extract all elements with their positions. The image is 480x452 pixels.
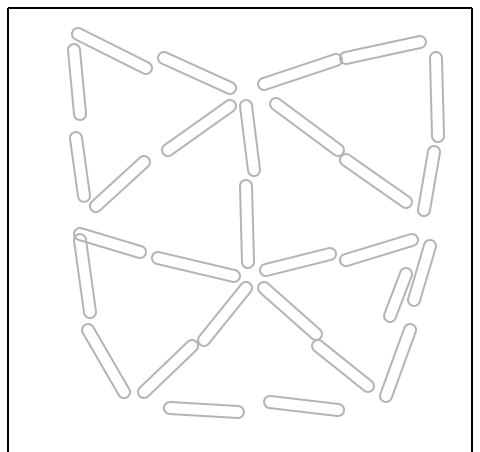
capsule-segment — [268, 96, 347, 159]
capsule-segment — [239, 99, 260, 176]
capsule-segment — [136, 337, 201, 400]
capsule-segment — [87, 154, 152, 215]
capsule-segment — [240, 180, 254, 268]
capsule-segment — [338, 152, 415, 211]
capsule-segment — [256, 52, 343, 91]
capsule-segment — [256, 280, 325, 343]
capsule-segment — [156, 50, 238, 96]
frame-border — [8, 8, 472, 452]
capsule-segment — [67, 44, 86, 121]
segments-group — [67, 26, 444, 418]
capsule-segment — [430, 52, 444, 142]
capsule-segment — [73, 233, 97, 319]
capsule-segment — [417, 145, 441, 217]
capsule-segment — [164, 402, 245, 419]
capsule-segment — [151, 251, 241, 283]
capsule-segment — [263, 395, 344, 416]
capsule-segment — [196, 280, 255, 349]
capsule-segment — [69, 131, 91, 202]
capsule-segment — [310, 338, 377, 395]
capsule-segment — [73, 227, 148, 260]
capsule-segment — [259, 247, 338, 278]
capsule-segment — [80, 322, 132, 400]
capsule-segment — [160, 98, 239, 159]
capsule-segment — [339, 232, 420, 267]
capsule-segment — [378, 322, 417, 403]
capsule-segment — [339, 35, 427, 65]
